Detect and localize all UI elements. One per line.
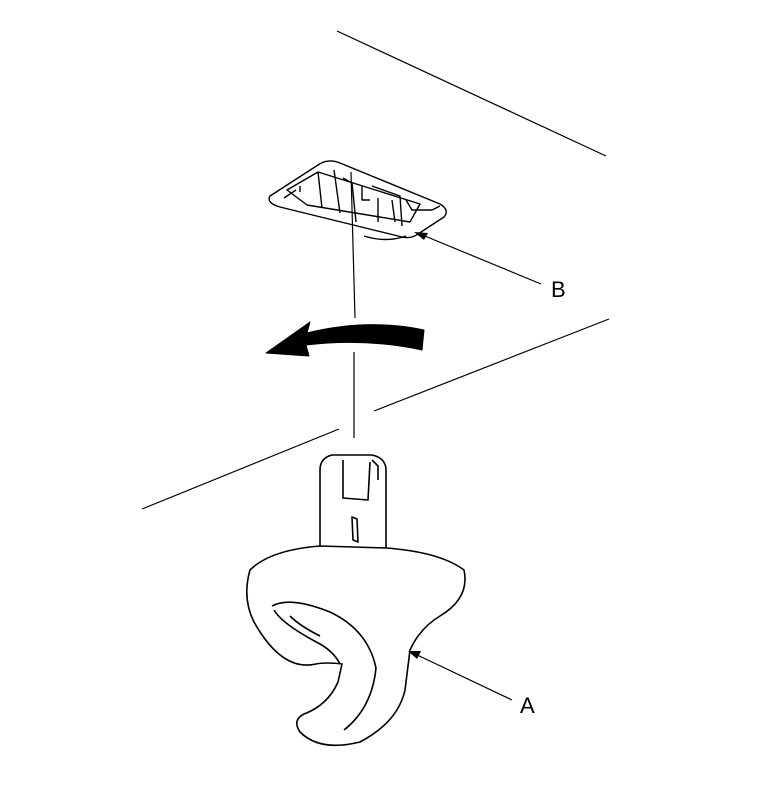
leader-a bbox=[408, 651, 513, 701]
callout-label-b: B bbox=[551, 277, 566, 302]
mounting-bracket-b bbox=[268, 160, 447, 241]
headliner-edge-lower-left bbox=[141, 428, 340, 510]
headliner-edge-top bbox=[336, 30, 607, 157]
leader-b bbox=[414, 232, 542, 285]
callout-label-a: A bbox=[520, 693, 535, 718]
rotation-arrow bbox=[265, 321, 425, 357]
headliner-edge-lower-right bbox=[373, 318, 610, 412]
alignment-line-upper bbox=[350, 171, 356, 319]
sunvisor-hook-a bbox=[246, 454, 466, 747]
